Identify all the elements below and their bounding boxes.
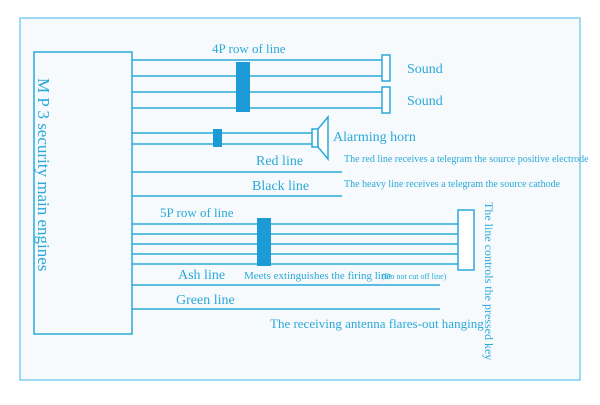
horn-connector <box>213 129 222 147</box>
key-control-note: The line controls the pressed key <box>482 202 496 360</box>
four-pin-connector <box>236 62 250 112</box>
black-line-label: Black line <box>252 179 309 194</box>
five-pin-connector <box>257 218 271 266</box>
sound-1-label: Sound <box>407 62 443 77</box>
five-pin-group-label: 5P row of line <box>160 205 234 220</box>
black-line-note: The heavy line receives a telegram the s… <box>344 179 561 190</box>
sound-1-plug <box>381 54 391 82</box>
horn-label: Alarming horn <box>333 130 416 145</box>
four-pin-group-label: 4P row of line <box>212 41 286 56</box>
ash-line-note: Meets extinguishes the firing line <box>244 270 391 282</box>
antenna-note: The receiving antenna flares-out hanging <box>270 316 484 331</box>
module-label: M P 3 security main engines <box>34 78 53 271</box>
key-connector-plug <box>457 209 475 271</box>
horn-icon <box>317 114 329 162</box>
ash-line-sub-note: (Do not cut off line) <box>382 272 447 281</box>
sound-2-label: Sound <box>407 94 443 109</box>
red-line-note: The red line receives a telegram the sou… <box>344 154 589 165</box>
sound-2-plug <box>381 86 391 114</box>
red-line-label: Red line <box>256 154 303 169</box>
main-module-box <box>33 51 133 335</box>
horn-body <box>311 128 319 148</box>
sheet-border <box>19 17 581 381</box>
green-line-label: Green line <box>176 293 235 308</box>
ash-line-label: Ash line <box>178 268 225 283</box>
